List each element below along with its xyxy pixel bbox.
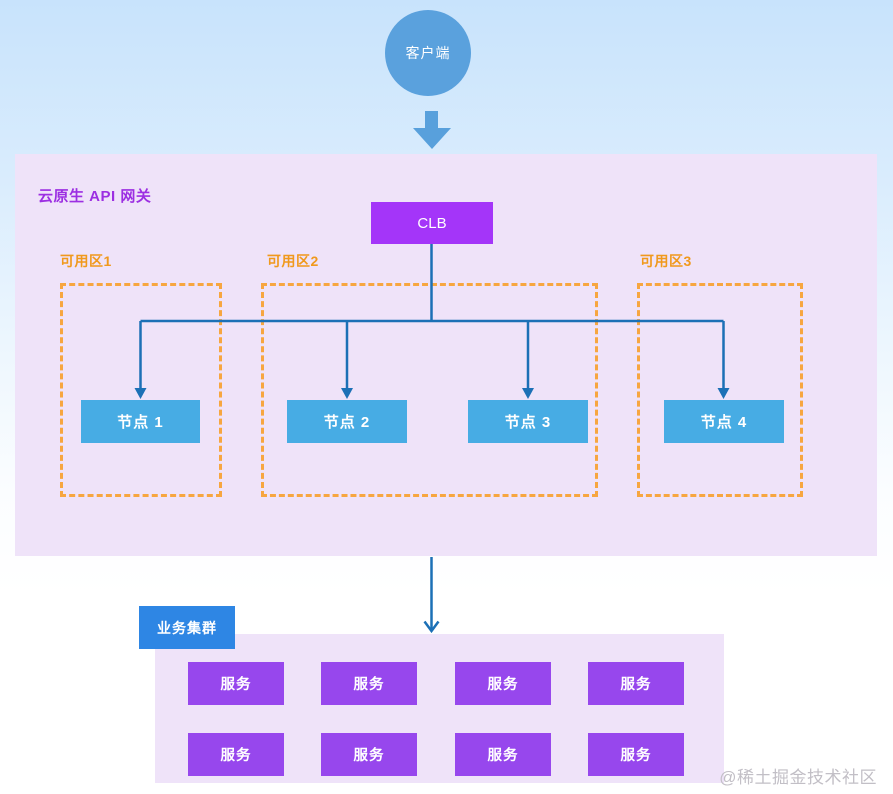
node-4-box: 节点 4 <box>664 400 784 443</box>
gateway-title: 云原生 API 网关 <box>38 188 152 205</box>
down-arrow-head-icon <box>413 128 451 149</box>
down-arrow-icon <box>425 111 438 129</box>
service-box: 服务 <box>188 662 284 705</box>
zone-2-label: 可用区2 <box>267 253 319 269</box>
gateway-to-cluster-arrowhead <box>423 620 440 634</box>
service-box: 服务 <box>321 662 417 705</box>
zone-2-box <box>261 283 598 497</box>
service-box: 服务 <box>455 733 551 776</box>
node-1-box: 节点 1 <box>81 400 200 443</box>
service-box: 服务 <box>188 733 284 776</box>
node-3-box: 节点 3 <box>468 400 588 443</box>
service-box: 服务 <box>455 662 551 705</box>
node-2-box: 节点 2 <box>287 400 407 443</box>
client-node: 客户端 <box>385 10 471 96</box>
zone-3-label: 可用区3 <box>640 253 692 269</box>
zone-1-label: 可用区1 <box>60 253 112 269</box>
service-box: 服务 <box>321 733 417 776</box>
zone-3-box <box>637 283 803 497</box>
zone-1-box <box>60 283 222 497</box>
service-box: 服务 <box>588 733 684 776</box>
client-node-label: 客户端 <box>405 45 451 61</box>
clb-box: CLB <box>371 202 493 244</box>
service-box: 服务 <box>588 662 684 705</box>
watermark: @稀土掘金技术社区 <box>719 768 877 787</box>
cluster-label: 业务集群 <box>139 606 235 649</box>
